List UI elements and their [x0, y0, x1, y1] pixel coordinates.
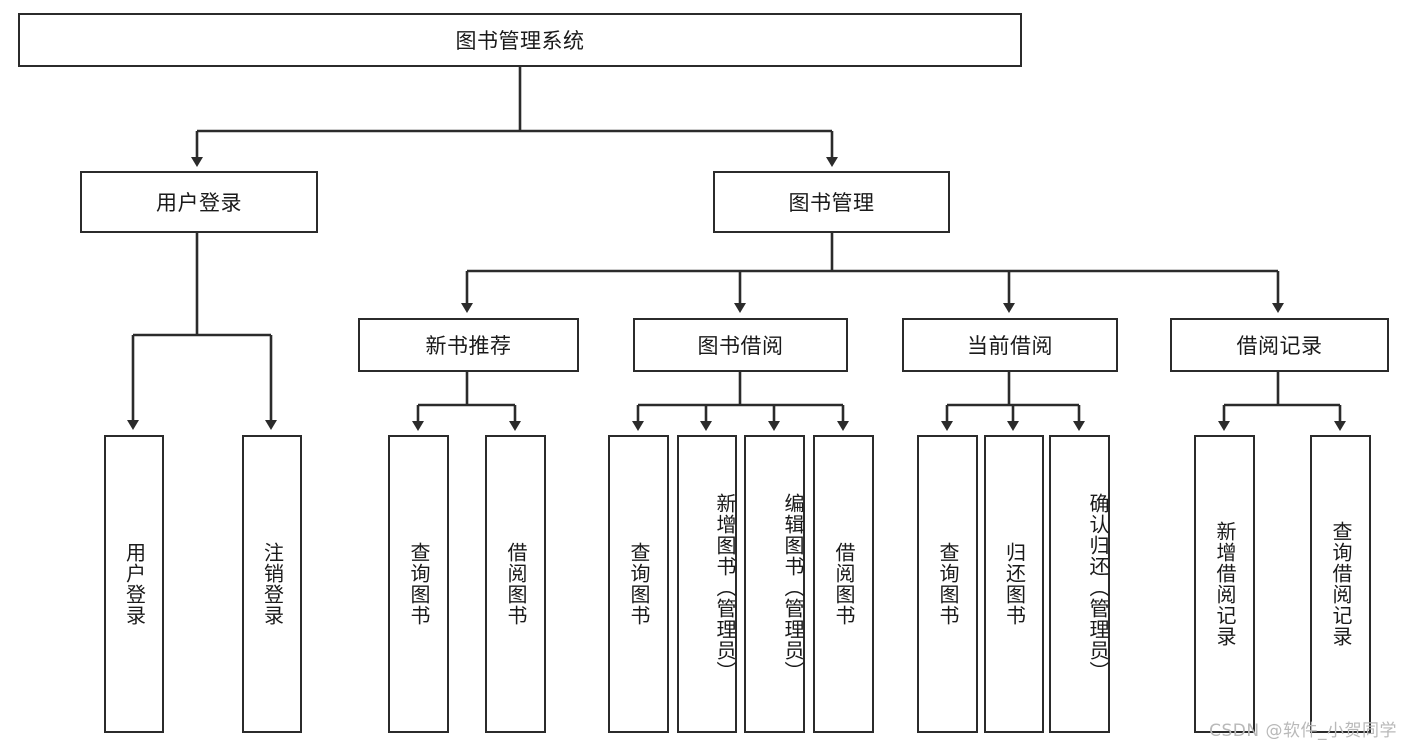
leaf-return-book[interactable]: 归还图书: [984, 435, 1044, 733]
watermark-text: CSDN @软件_小贺同学: [1209, 721, 1397, 741]
leaf-borrow-book[interactable]: 借阅图书: [813, 435, 874, 733]
node-user-login[interactable]: 用户登录: [80, 171, 318, 233]
node-root-label: 图书管理系统: [455, 29, 585, 53]
leaf-query-book-borrow[interactable]: 查询图书: [608, 435, 669, 733]
leaf-query-book-borrow-label: 查询图书: [627, 542, 651, 626]
leaf-borrow-book-recommend[interactable]: 借阅图书: [485, 435, 546, 733]
leaf-query-book-recommend[interactable]: 查询图书: [388, 435, 449, 733]
leaf-confirm-return-admin[interactable]: 确认归还（管理员）: [1049, 435, 1110, 733]
leaf-borrow-book-recommend-label: 借阅图书: [504, 542, 528, 626]
leaf-user-login[interactable]: 用户登录: [104, 435, 164, 733]
node-new-book-recommend-label: 新书推荐: [425, 334, 512, 358]
leaf-logout[interactable]: 注销登录: [242, 435, 302, 733]
leaf-confirm-return-admin-label: 确认归还（管理员）: [1086, 492, 1110, 682]
leaf-query-book-current-label: 查询图书: [936, 542, 960, 626]
leaf-add-borrow-record-label: 新增借阅记录: [1213, 521, 1237, 647]
leaf-borrow-book-label: 借阅图书: [832, 542, 856, 626]
node-book-management[interactable]: 图书管理: [713, 171, 950, 233]
leaf-query-book-current[interactable]: 查询图书: [917, 435, 978, 733]
node-book-management-label: 图书管理: [788, 191, 875, 215]
node-user-login-label: 用户登录: [156, 191, 242, 215]
node-borrow-record[interactable]: 借阅记录: [1170, 318, 1389, 372]
leaf-edit-book-admin-label: 编辑图书（管理员）: [781, 492, 805, 682]
node-current-borrow[interactable]: 当前借阅: [902, 318, 1118, 372]
node-book-borrow[interactable]: 图书借阅: [633, 318, 848, 372]
node-current-borrow-label: 当前借阅: [967, 334, 1053, 358]
leaf-query-borrow-record-label: 查询借阅记录: [1329, 521, 1353, 647]
node-borrow-record-label: 借阅记录: [1236, 334, 1323, 358]
leaf-add-borrow-record[interactable]: 新增借阅记录: [1194, 435, 1255, 733]
node-new-book-recommend[interactable]: 新书推荐: [358, 318, 579, 372]
leaf-query-borrow-record[interactable]: 查询借阅记录: [1310, 435, 1371, 733]
leaf-logout-label: 注销登录: [260, 542, 285, 626]
leaf-add-book-admin[interactable]: 新增图书（管理员）: [677, 435, 737, 733]
node-root[interactable]: 图书管理系统: [18, 13, 1022, 67]
node-book-borrow-label: 图书借阅: [697, 334, 784, 358]
leaf-user-login-label: 用户登录: [122, 542, 147, 626]
leaf-edit-book-admin[interactable]: 编辑图书（管理员）: [744, 435, 805, 733]
leaf-return-book-label: 归还图书: [1002, 542, 1027, 626]
leaf-add-book-admin-label: 新增图书（管理员）: [713, 492, 737, 682]
leaf-query-book-recommend-label: 查询图书: [407, 542, 431, 626]
